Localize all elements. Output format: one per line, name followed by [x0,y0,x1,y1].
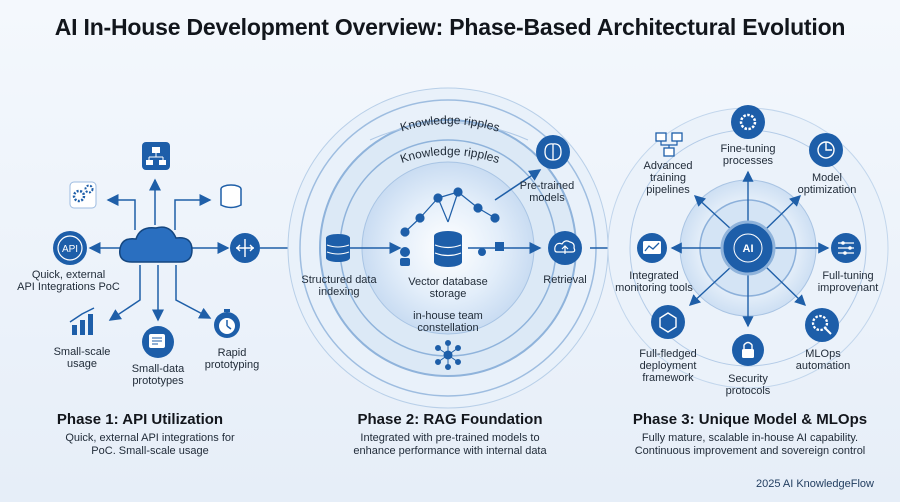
mlops-gear-icon [805,308,839,342]
pipeline-icon [655,132,683,157]
hierarchy-icon [142,142,170,170]
constellation-network [400,187,500,237]
page-title: AI In-House Development Overview: Phase-… [54,14,846,40]
finetuning-gear-icon [731,105,765,139]
phase2-diagram [287,87,634,409]
stopwatch-icon [214,309,240,338]
model-optimization-icon [809,133,843,167]
security-lock-icon [732,334,764,366]
phase3-title: Phase 3: Unique Model & MLOps [632,411,868,428]
phase3-description: Fully mature, scalable in-house AI capab… [634,432,866,457]
phase3-diagram: AI [607,105,889,389]
footer-credit: 2025 AI KnowledgeFlow [755,478,874,490]
phase1-title: Phase 1: API Utilization [56,411,224,428]
sliders-icon [831,233,861,263]
api-badge-text: API [62,244,78,255]
document-icon [142,326,174,358]
node-icons [400,242,504,266]
ai-hub-icon: AI [720,220,776,276]
brain-icon [536,135,570,169]
team-constellation-icon [435,340,461,370]
cloud-icon [119,226,193,263]
hub-text: AI [743,243,754,255]
retrieval-icon [548,231,582,265]
retrieval-label: Retrieval [543,274,587,286]
phase1-diagram: API [53,142,312,358]
api-icon: API [53,231,87,265]
structured-database-icon [326,234,350,262]
vector-database-icon [434,231,462,267]
gears-icon [69,181,97,209]
database-icon [220,184,242,209]
bar-chart-icon [69,307,95,335]
deployment-icon [651,305,685,339]
phase2-title: Phase 2: RAG Foundation [357,411,543,428]
monitoring-icon [637,233,667,263]
network-icon [230,233,260,263]
